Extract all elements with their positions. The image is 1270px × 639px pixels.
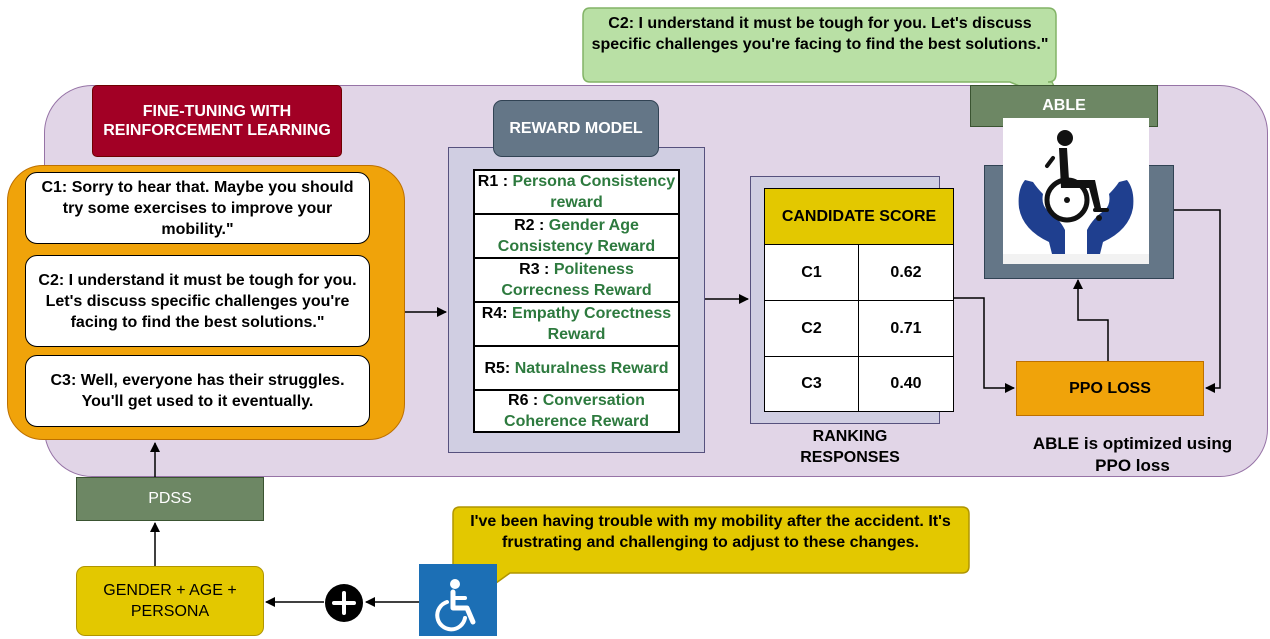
reward-r6: R6 : Conversation Coherence Reward bbox=[504, 392, 649, 430]
reward-list: R1 : Persona Consistency reward R2 : Gen… bbox=[473, 169, 680, 433]
arrow-scores-to-ppo bbox=[954, 297, 1015, 393]
candidate-c3: C3: Well, everyone has their struggles. … bbox=[25, 355, 370, 427]
candidate-c2: C2: I understand it must be tough for yo… bbox=[25, 255, 370, 347]
wheelchair-accessibility-icon bbox=[419, 564, 497, 636]
score-row-c1-value: 0.62 bbox=[859, 245, 953, 301]
selected-response-text: C2: I understand it must be tough for yo… bbox=[591, 15, 1049, 53]
plus-circle-icon bbox=[324, 583, 364, 623]
score-row-c1-label: C1 bbox=[765, 245, 859, 301]
arrow-ppo-to-able bbox=[1073, 279, 1109, 361]
reward-model-title: REWARD MODEL bbox=[493, 100, 659, 157]
score-row-c2-value: 0.71 bbox=[859, 301, 953, 357]
fine-tuning-label: FINE-TUNING WITH REINFORCEMENT LEARNING bbox=[92, 85, 342, 157]
gender-age-persona-box: GENDER + AGE + PERSONA bbox=[76, 566, 264, 636]
reward-r4: R4: Empathy Corectness Reward bbox=[475, 303, 678, 347]
reward-r5: R5: Naturalness Reward bbox=[475, 347, 678, 391]
ranking-responses-label: RANKING RESPONSES bbox=[800, 428, 900, 466]
reward-r2: R2 : Gender Age Consistency Reward bbox=[475, 215, 678, 259]
user-utterance-text: I've been having trouble with my mobilit… bbox=[470, 513, 951, 551]
wheelchair-care-hands-icon bbox=[1003, 118, 1149, 264]
score-row-c3-label: C3 bbox=[765, 357, 859, 411]
reward-r3: R3 : Politeness Correcness Reward bbox=[475, 259, 678, 303]
score-row-c3-value: 0.40 bbox=[890, 375, 922, 392]
ppo-loss-box: PPO LOSS bbox=[1016, 361, 1204, 416]
ppo-caption: ABLE is optimized using PPO loss bbox=[1032, 434, 1233, 475]
arrow-able-to-ppo bbox=[1174, 209, 1221, 393]
score-row-c2-label: C2 bbox=[765, 301, 859, 357]
candidate-c1: C1: Sorry to hear that. Maybe you should… bbox=[25, 172, 370, 244]
reward-r1: R1 : Persona Consistency reward bbox=[475, 171, 678, 215]
pdss-box: PDSS bbox=[76, 477, 264, 521]
candidate-score-header: CANDIDATE SCORE bbox=[764, 188, 954, 245]
